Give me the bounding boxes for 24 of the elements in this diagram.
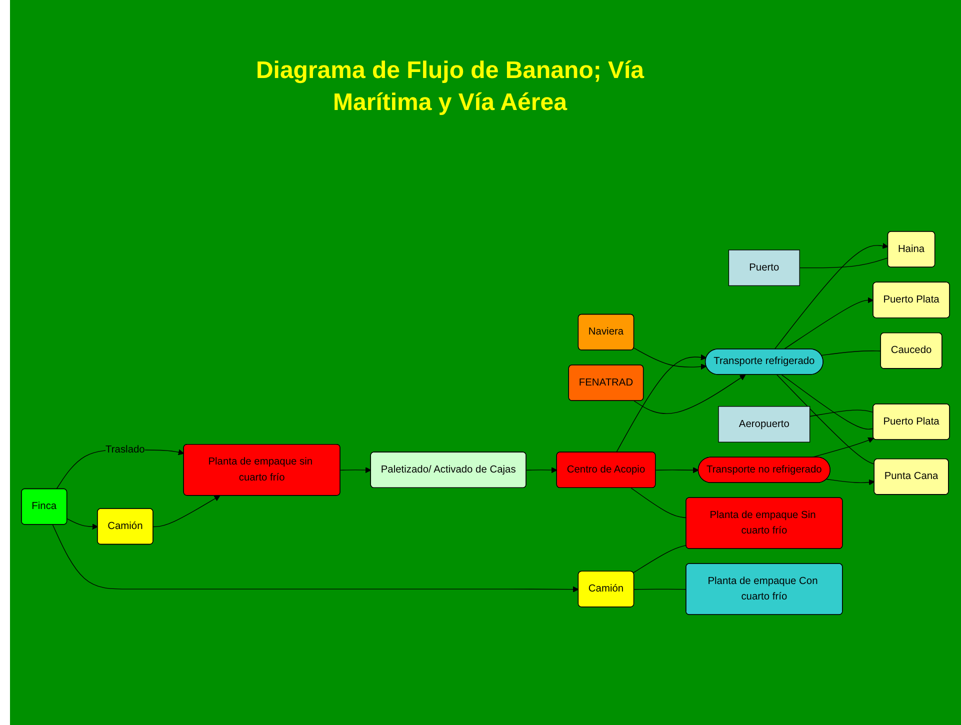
arrow	[152, 494, 220, 527]
arrow	[655, 466, 699, 473]
arrow	[783, 296, 874, 350]
connector	[799, 256, 888, 268]
node-box: Puerto	[728, 249, 800, 286]
connector	[781, 374, 874, 430]
arrow	[526, 466, 558, 473]
arrow	[634, 347, 707, 370]
edge-label: Traslado	[106, 443, 145, 455]
node-box: Aeropuerto	[718, 406, 810, 442]
connector	[630, 487, 687, 518]
connector	[776, 374, 875, 464]
connector	[633, 544, 687, 573]
arrow	[826, 478, 875, 485]
arrow	[52, 524, 579, 592]
arrow	[634, 374, 746, 414]
connector	[821, 350, 882, 356]
arrow	[340, 466, 372, 473]
arrow	[66, 518, 98, 530]
arrow	[774, 242, 888, 350]
title: Diagrama de Flujo de Banano; Vía Marítima y Vía Aérea	[254, 56, 646, 118]
connector	[634, 588, 687, 590]
connector	[809, 409, 874, 416]
arrow	[616, 354, 707, 452]
